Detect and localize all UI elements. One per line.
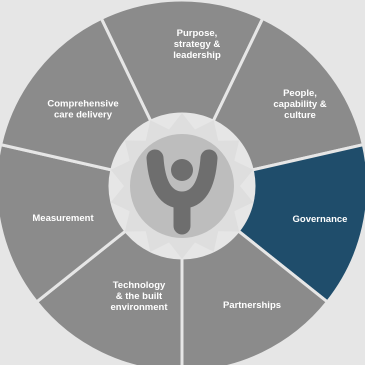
- segment-label-line: environment: [110, 302, 168, 313]
- segment-people[interactable]: [211, 16, 365, 172]
- segment-label-governance: Governance: [293, 214, 348, 225]
- hub: [110, 113, 254, 259]
- segment-label-line: care delivery: [54, 110, 113, 121]
- segment-label-line: Technology: [113, 280, 166, 291]
- segment-measurement[interactable]: [0, 142, 128, 305]
- segment-label-line: Purpose,: [177, 28, 218, 39]
- segment-label-line: Partnerships: [223, 300, 281, 311]
- segment-label-people: People,capability &culture: [273, 88, 326, 121]
- segment-label-line: Governance: [293, 214, 348, 225]
- segment-label-purpose: Purpose,strategy &leadership: [173, 28, 221, 61]
- segment-purpose[interactable]: [99, 0, 265, 124]
- segment-label-line: culture: [284, 110, 316, 121]
- segment-label-partnerships: Partnerships: [223, 300, 281, 311]
- segment-label-measurement: Measurement: [32, 213, 94, 224]
- segment-label-line: & the built: [116, 291, 163, 302]
- segment-partnerships[interactable]: [180, 228, 330, 365]
- segment-governance[interactable]: [236, 142, 365, 305]
- segment-care[interactable]: [0, 16, 153, 172]
- person-figure-icon: [146, 149, 218, 235]
- segment-label-line: Comprehensive: [47, 99, 118, 110]
- segment-label-line: capability &: [273, 99, 326, 110]
- segment-technology[interactable]: [34, 228, 184, 365]
- segment-label-line: strategy &: [174, 39, 221, 50]
- segment-label-line: Measurement: [32, 213, 94, 224]
- segment-label-line: leadership: [173, 50, 221, 61]
- segment-label-line: People,: [283, 88, 317, 99]
